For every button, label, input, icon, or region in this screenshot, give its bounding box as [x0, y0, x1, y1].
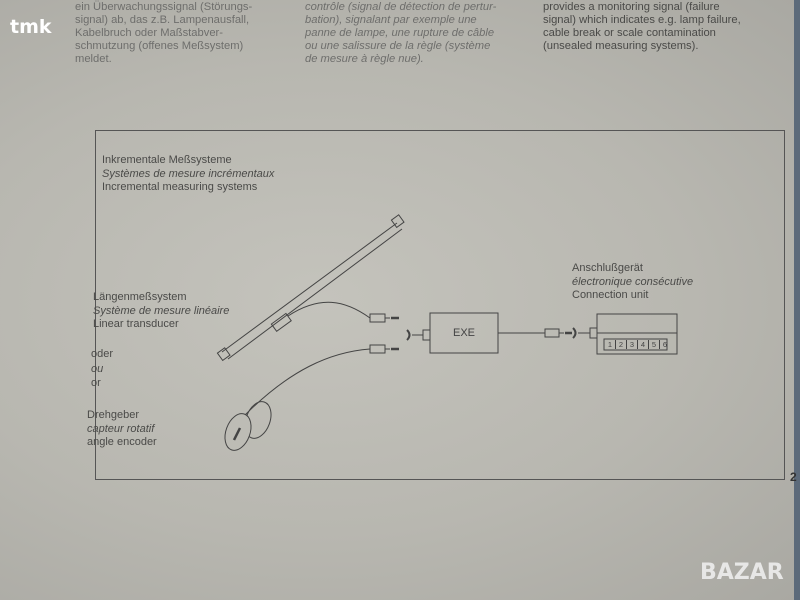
digit: 4: [638, 340, 649, 349]
text-line: bation), signalant par exemple une: [305, 14, 477, 26]
exe-input-socket: [406, 329, 431, 341]
text-line: signal) which indicates e.g. lamp failur…: [543, 14, 741, 26]
text-line: ou une salissure de la règle (système: [305, 40, 491, 52]
label-fr: ou: [91, 362, 104, 375]
text-line: panne de lampe, une rupture de câble: [305, 27, 495, 39]
figure-frame: [95, 130, 785, 480]
text-line: meldet.: [75, 53, 112, 65]
label-fr: capteur rotatif: [87, 422, 155, 435]
title-fr: Systèmes de mesure incrémentaux: [102, 167, 275, 180]
digit: 6: [662, 340, 668, 349]
label-de: Anschlußgerät: [572, 262, 643, 274]
linear-connector: [369, 313, 399, 323]
reading-head: [270, 312, 292, 333]
french-text-column: contrôle (signal de détection de pertur-…: [305, 1, 496, 66]
german-text-column: ein Überwachungssignal (Störungs- signal…: [75, 1, 252, 66]
label-en: Connection unit: [572, 289, 649, 301]
label-en: or: [91, 377, 101, 389]
watermark: tmk: [10, 16, 52, 38]
or-label: oder ou or: [91, 347, 113, 391]
connection-unit: [596, 313, 678, 355]
angle-encoder-cylinder: [224, 401, 272, 451]
text-line: provides a monitoring signal (failure: [543, 1, 720, 13]
angle-encoder-label: Drehgeber capteur rotatif angle encoder: [87, 409, 157, 450]
page-edge: [794, 0, 800, 600]
label-de: oder: [91, 348, 114, 360]
title-en: Incremental measuring systems: [102, 181, 258, 193]
linear-scale: [216, 214, 405, 362]
label-de: Drehgeber: [87, 409, 139, 421]
digit: 3: [627, 340, 638, 349]
bazar-logo: BAZAR: [700, 560, 784, 585]
label-de: Längenmeßsystem: [93, 291, 187, 303]
label-en: angle encoder: [87, 436, 157, 448]
position-display: [603, 338, 668, 351]
digit: 1: [605, 340, 616, 349]
digit: 5: [649, 340, 660, 349]
exe-label: EXE: [452, 327, 475, 339]
label-fr: Système de mesure linéaire: [93, 304, 230, 317]
text-line: signal) ab, das z.B. Lampenausfall,: [75, 14, 250, 26]
page-number: 2: [790, 470, 797, 484]
english-text-column: provides a monitoring signal (failure si…: [543, 1, 741, 53]
display-digits: 1 2 3 4 5 6: [605, 340, 670, 349]
label-fr: électronique consécutive: [572, 275, 694, 288]
figure-title: Inkrementale Meßsysteme Systèmes de mesu…: [102, 154, 274, 195]
text-line: de mesure à règle nue).: [305, 53, 424, 65]
digit: 2: [616, 340, 627, 349]
encoder-connector: [244, 344, 399, 416]
text-line: cable break or scale contamination: [543, 27, 716, 39]
text-line: schmutzung (offenes Meßsystem): [75, 40, 244, 52]
text-line: contrôle (signal de détection de pertur-: [305, 1, 497, 13]
output-cable: [498, 327, 598, 339]
connection-unit-label: Anschlußgerät électronique consécutive C…: [572, 262, 693, 303]
linear-transducer-label: Längenmeßsystem Système de mesure linéai…: [93, 291, 229, 332]
title-de: Inkrementale Meßsysteme: [102, 154, 232, 166]
text-line: (unsealed measuring systems).: [543, 40, 699, 52]
text-line: Kabelbruch oder Maßstabver-: [75, 27, 223, 39]
text-line: ein Überwachungssignal (Störungs-: [75, 1, 253, 13]
label-en: Linear transducer: [93, 318, 179, 330]
